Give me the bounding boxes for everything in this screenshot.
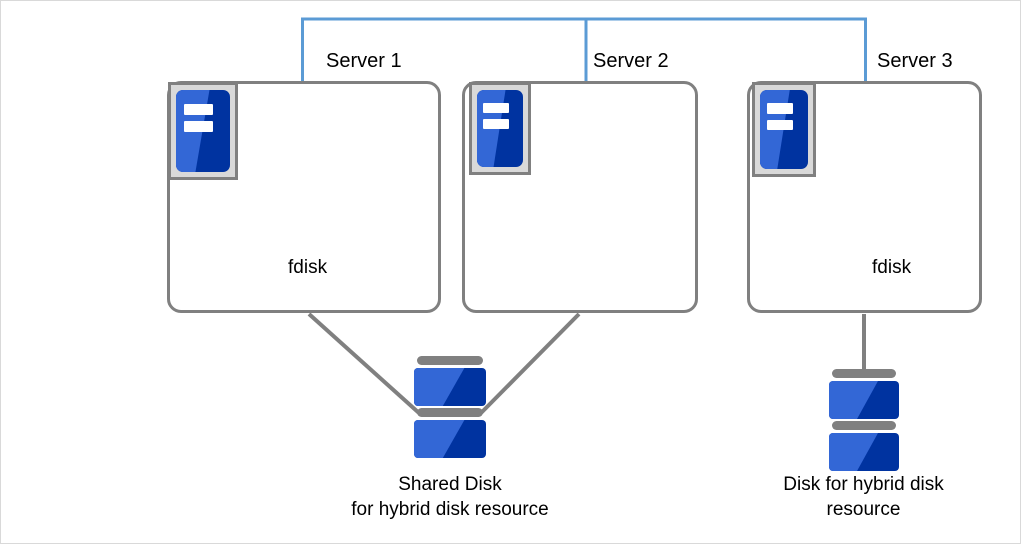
server-icon-body-2 [477, 90, 523, 167]
shared-disk-caption-line-1: Shared Disk [398, 474, 502, 495]
hybrid-disk-block-lower-highlight [829, 433, 878, 471]
shared-disk-platter-top [417, 356, 483, 365]
connector-server-2-to-shared-disk [479, 312, 581, 415]
hybrid-disk-caption: Disk for hybrid disk resource [736, 472, 991, 522]
hybrid-disk-block-upper [829, 381, 899, 419]
server-icon-bar-top-2 [483, 103, 509, 114]
hybrid-disk-caption-line-1: Disk for hybrid disk [783, 474, 944, 495]
network-bus [301, 17, 867, 81]
hybrid-disk-block-lower [829, 433, 899, 471]
hybrid-disk-platter-top [832, 369, 896, 378]
server-icon-bar-top-3 [766, 103, 794, 114]
server-icon-body-3 [760, 90, 808, 169]
hybrid-disk-block-upper-highlight [829, 381, 878, 419]
shared-disk-caption-line-2: for hybrid disk resource [351, 499, 549, 520]
shared-disk-platter-middle [417, 408, 483, 417]
server-label-1: Server 1 [326, 50, 402, 72]
fdisk-label-3: fdisk [872, 257, 912, 278]
hybrid-disk-caption-line-2: resource [826, 499, 901, 520]
server-icon-bar-bottom-1 [183, 121, 214, 132]
shared-disk-block-lower-highlight [414, 420, 465, 458]
shared-disk-caption: Shared Disk for hybrid disk resource [300, 472, 600, 522]
shared-disk-block-upper-highlight [414, 368, 465, 406]
connector-server-1-to-shared-disk [307, 312, 421, 415]
fdisk-label-1: fdisk [288, 257, 328, 278]
server-label-2: Server 2 [593, 50, 669, 72]
server-label-3: Server 3 [877, 50, 953, 72]
server-box-1[interactable] [167, 81, 441, 313]
server-machine-icon-1[interactable] [168, 82, 238, 180]
shared-disk-block-lower [414, 420, 486, 458]
server-icon-bar-top-1 [183, 103, 214, 115]
server-icon-bar-bottom-2 [483, 119, 509, 130]
hybrid-disk-icon[interactable] [829, 369, 899, 471]
server-machine-icon-3[interactable] [752, 82, 816, 177]
server-icon-bar-bottom-3 [766, 120, 794, 131]
hybrid-disk-platter-middle [832, 421, 896, 430]
disk-connectors [307, 312, 866, 415]
server-machine-icon-2[interactable] [469, 82, 531, 175]
shared-disk-block-upper [414, 368, 486, 406]
shared-disk-icon[interactable] [414, 356, 486, 458]
server-icon-body-1 [176, 90, 230, 172]
